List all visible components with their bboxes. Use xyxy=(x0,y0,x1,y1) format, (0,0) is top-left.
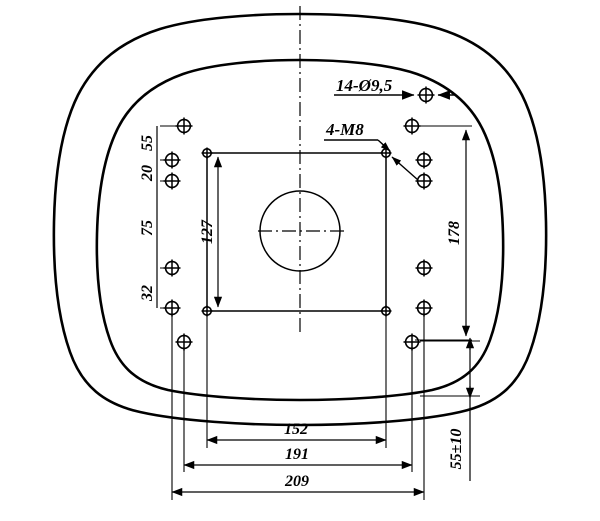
outer-contour xyxy=(52,12,548,427)
hole-marker xyxy=(415,151,433,169)
callout-hole-pattern: 14-Ø9,5 xyxy=(334,76,455,104)
hole-marker xyxy=(403,333,421,351)
dimension-group-127: 127 xyxy=(199,156,223,308)
dimension-55pm10-text: 55±10 xyxy=(448,429,465,470)
dimension-20-text: 20 xyxy=(139,165,156,182)
hole-marker xyxy=(415,259,433,277)
dimension-152-text: 152 xyxy=(284,421,308,438)
hole-marker xyxy=(175,333,193,351)
inner-contour xyxy=(95,58,505,402)
hole-marker xyxy=(380,305,392,317)
dimension-group-left-vertical: 55 20 75 32 xyxy=(139,125,186,309)
callout-thread: 4-M8 xyxy=(324,120,419,181)
hole-marker xyxy=(415,299,433,317)
dimension-55-text: 55 xyxy=(139,135,156,151)
dimension-group-bottom-horizontal: 152 191 209 xyxy=(171,314,425,500)
dimension-group-55pm10: 55±10 xyxy=(420,337,480,481)
hole-group-left-inner xyxy=(175,117,193,351)
hole-marker xyxy=(417,86,435,104)
hole-marker xyxy=(380,147,392,159)
thread-callout-text: 4-M8 xyxy=(325,120,364,139)
hole-marker xyxy=(415,172,433,190)
central-bore xyxy=(259,190,341,272)
hole-marker xyxy=(201,305,213,317)
dimension-178-text: 178 xyxy=(446,221,463,245)
hole-group-right-inner xyxy=(403,117,421,351)
hole-marker xyxy=(201,147,213,159)
m8-bolt-rectangle xyxy=(206,152,387,312)
hole-pattern-callout-text: 14-Ø9,5 xyxy=(336,76,393,95)
dimension-127-text: 127 xyxy=(199,219,216,244)
dimension-75-text: 75 xyxy=(139,220,156,236)
dimension-191-text: 191 xyxy=(285,446,309,463)
m8-corner-holes xyxy=(201,147,392,317)
hole-group-right-outer xyxy=(415,151,433,317)
hole-group-left-outer xyxy=(163,151,181,317)
dimension-32-text: 32 xyxy=(139,285,156,302)
dimension-209-text: 209 xyxy=(284,473,309,490)
